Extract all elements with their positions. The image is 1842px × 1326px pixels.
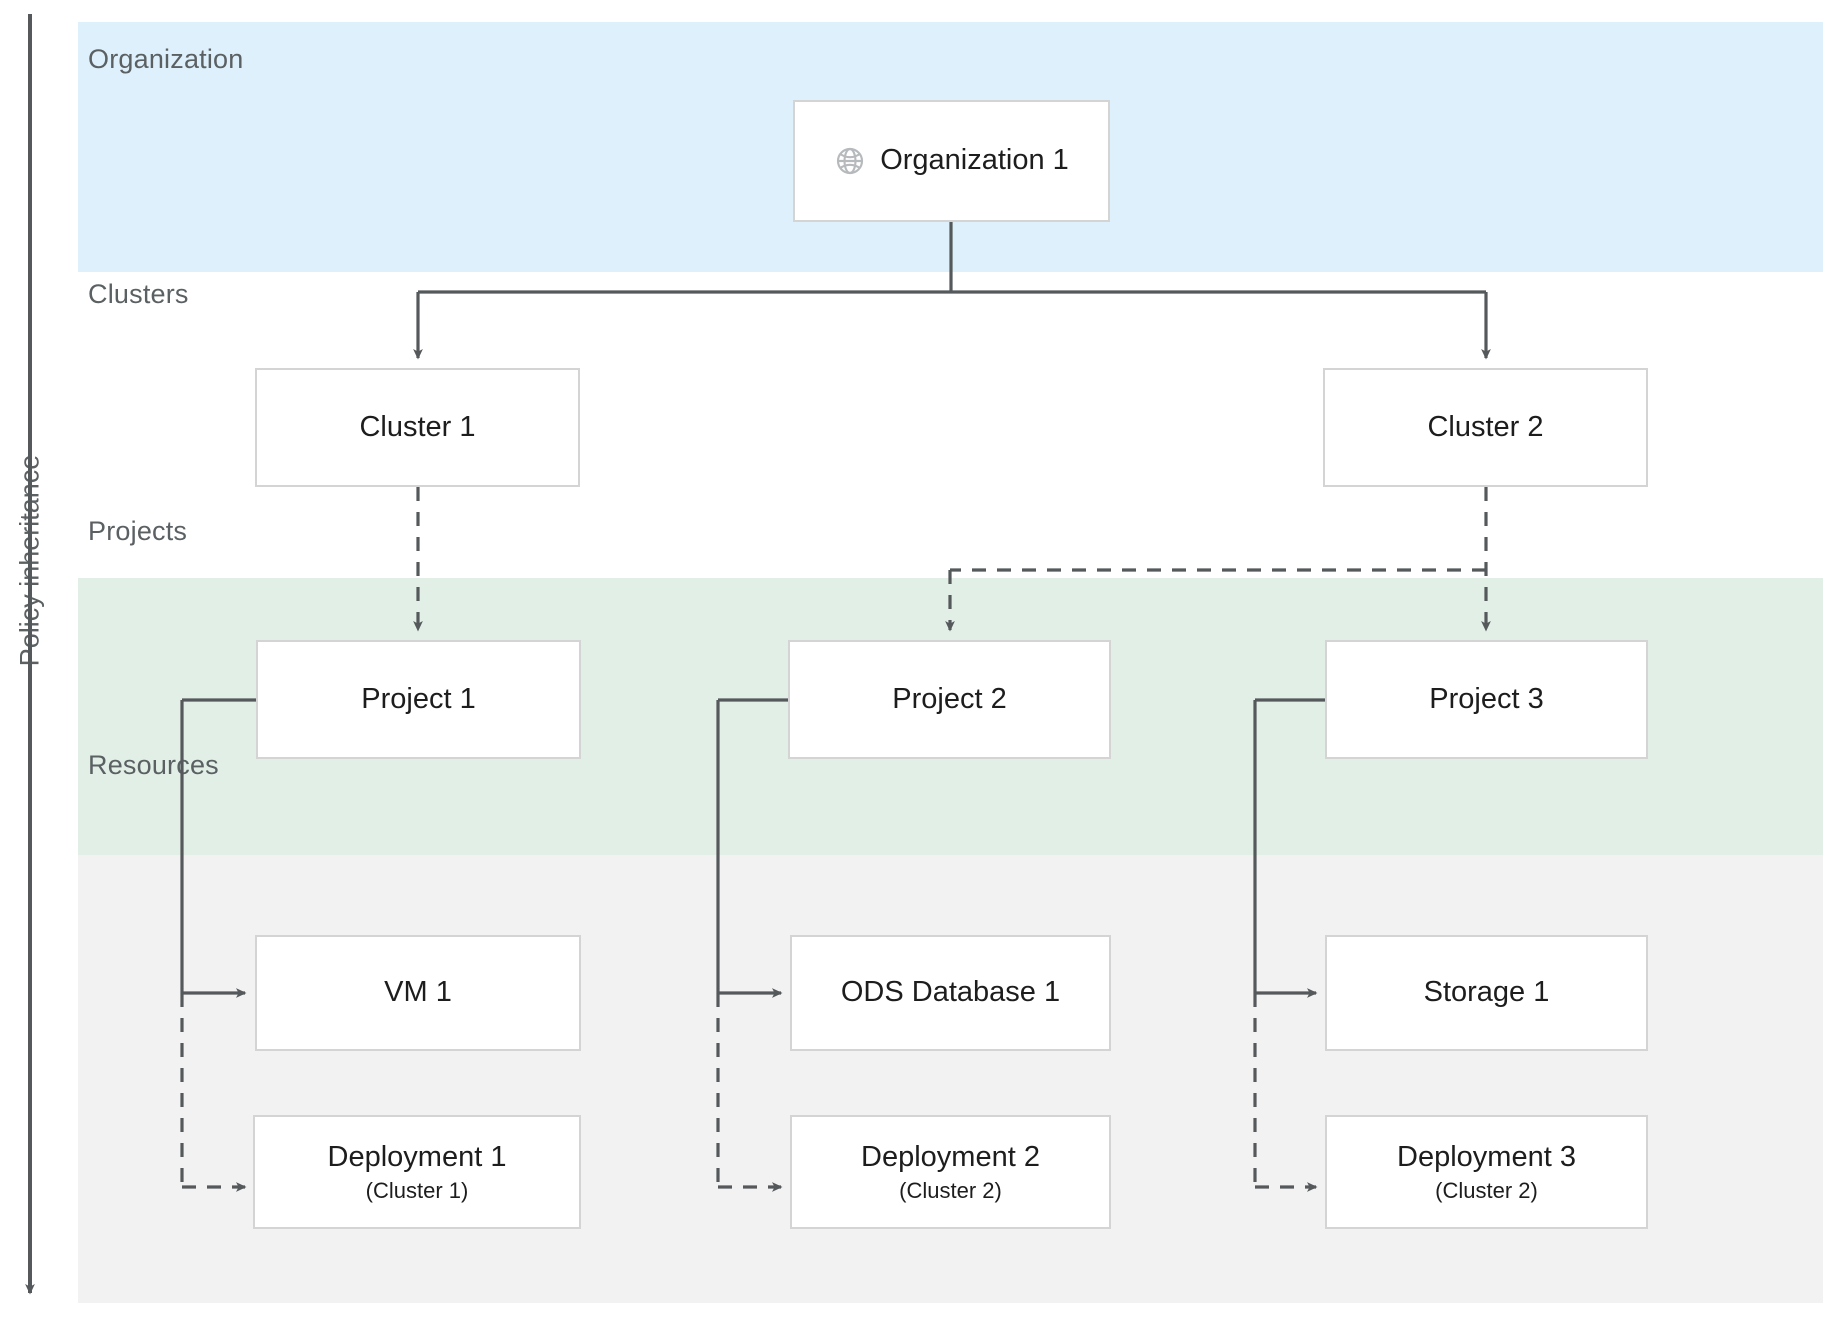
node-deployment-2[interactable]: Deployment 2 (Cluster 2): [790, 1115, 1111, 1229]
node-label: Project 3: [1429, 682, 1544, 715]
node-vm-1[interactable]: VM 1: [255, 935, 581, 1051]
node-storage-1[interactable]: Storage 1: [1325, 935, 1648, 1051]
node-ods-database-1[interactable]: ODS Database 1: [790, 935, 1111, 1051]
band-label-clusters: Clusters: [88, 279, 189, 309]
node-label: Storage 1: [1423, 976, 1550, 1009]
node-label: Project 1: [361, 682, 476, 715]
node-label: Deployment 2: [861, 1140, 1040, 1173]
node-label: Cluster 2: [1427, 410, 1544, 443]
node-label: ODS Database 1: [840, 976, 1061, 1009]
node-label: Project 2: [892, 682, 1007, 715]
node-cluster-1[interactable]: Cluster 1: [255, 368, 580, 487]
node-project-2[interactable]: Project 2: [788, 640, 1111, 759]
node-organization-1[interactable]: Organization 1: [793, 100, 1110, 222]
node-sublabel: (Cluster 1): [365, 1178, 469, 1204]
node-label: Deployment 3: [1397, 1140, 1576, 1173]
band-resources: [78, 855, 1823, 1303]
node-project-1[interactable]: Project 1: [256, 640, 581, 759]
policy-inheritance-label: Policy inheritance: [14, 454, 45, 667]
node-sublabel: (Cluster 2): [1435, 1178, 1538, 1204]
band-label-organization: Organization: [88, 44, 244, 74]
band-label-projects: Projects: [88, 516, 188, 546]
node-project-3[interactable]: Project 3: [1325, 640, 1648, 759]
node-label: Cluster 1: [359, 410, 476, 443]
node-label: Deployment 1: [327, 1140, 507, 1173]
node-sublabel: (Cluster 2): [899, 1178, 1002, 1204]
node-label: Organization 1: [880, 144, 1069, 177]
band-label-resources: Resources: [88, 750, 219, 780]
node-deployment-3[interactable]: Deployment 3 (Cluster 2): [1325, 1115, 1648, 1229]
globe-icon: [837, 147, 864, 175]
node-deployment-1[interactable]: Deployment 1 (Cluster 1): [253, 1115, 581, 1229]
node-cluster-2[interactable]: Cluster 2: [1323, 368, 1648, 487]
node-label: VM 1: [384, 976, 452, 1009]
